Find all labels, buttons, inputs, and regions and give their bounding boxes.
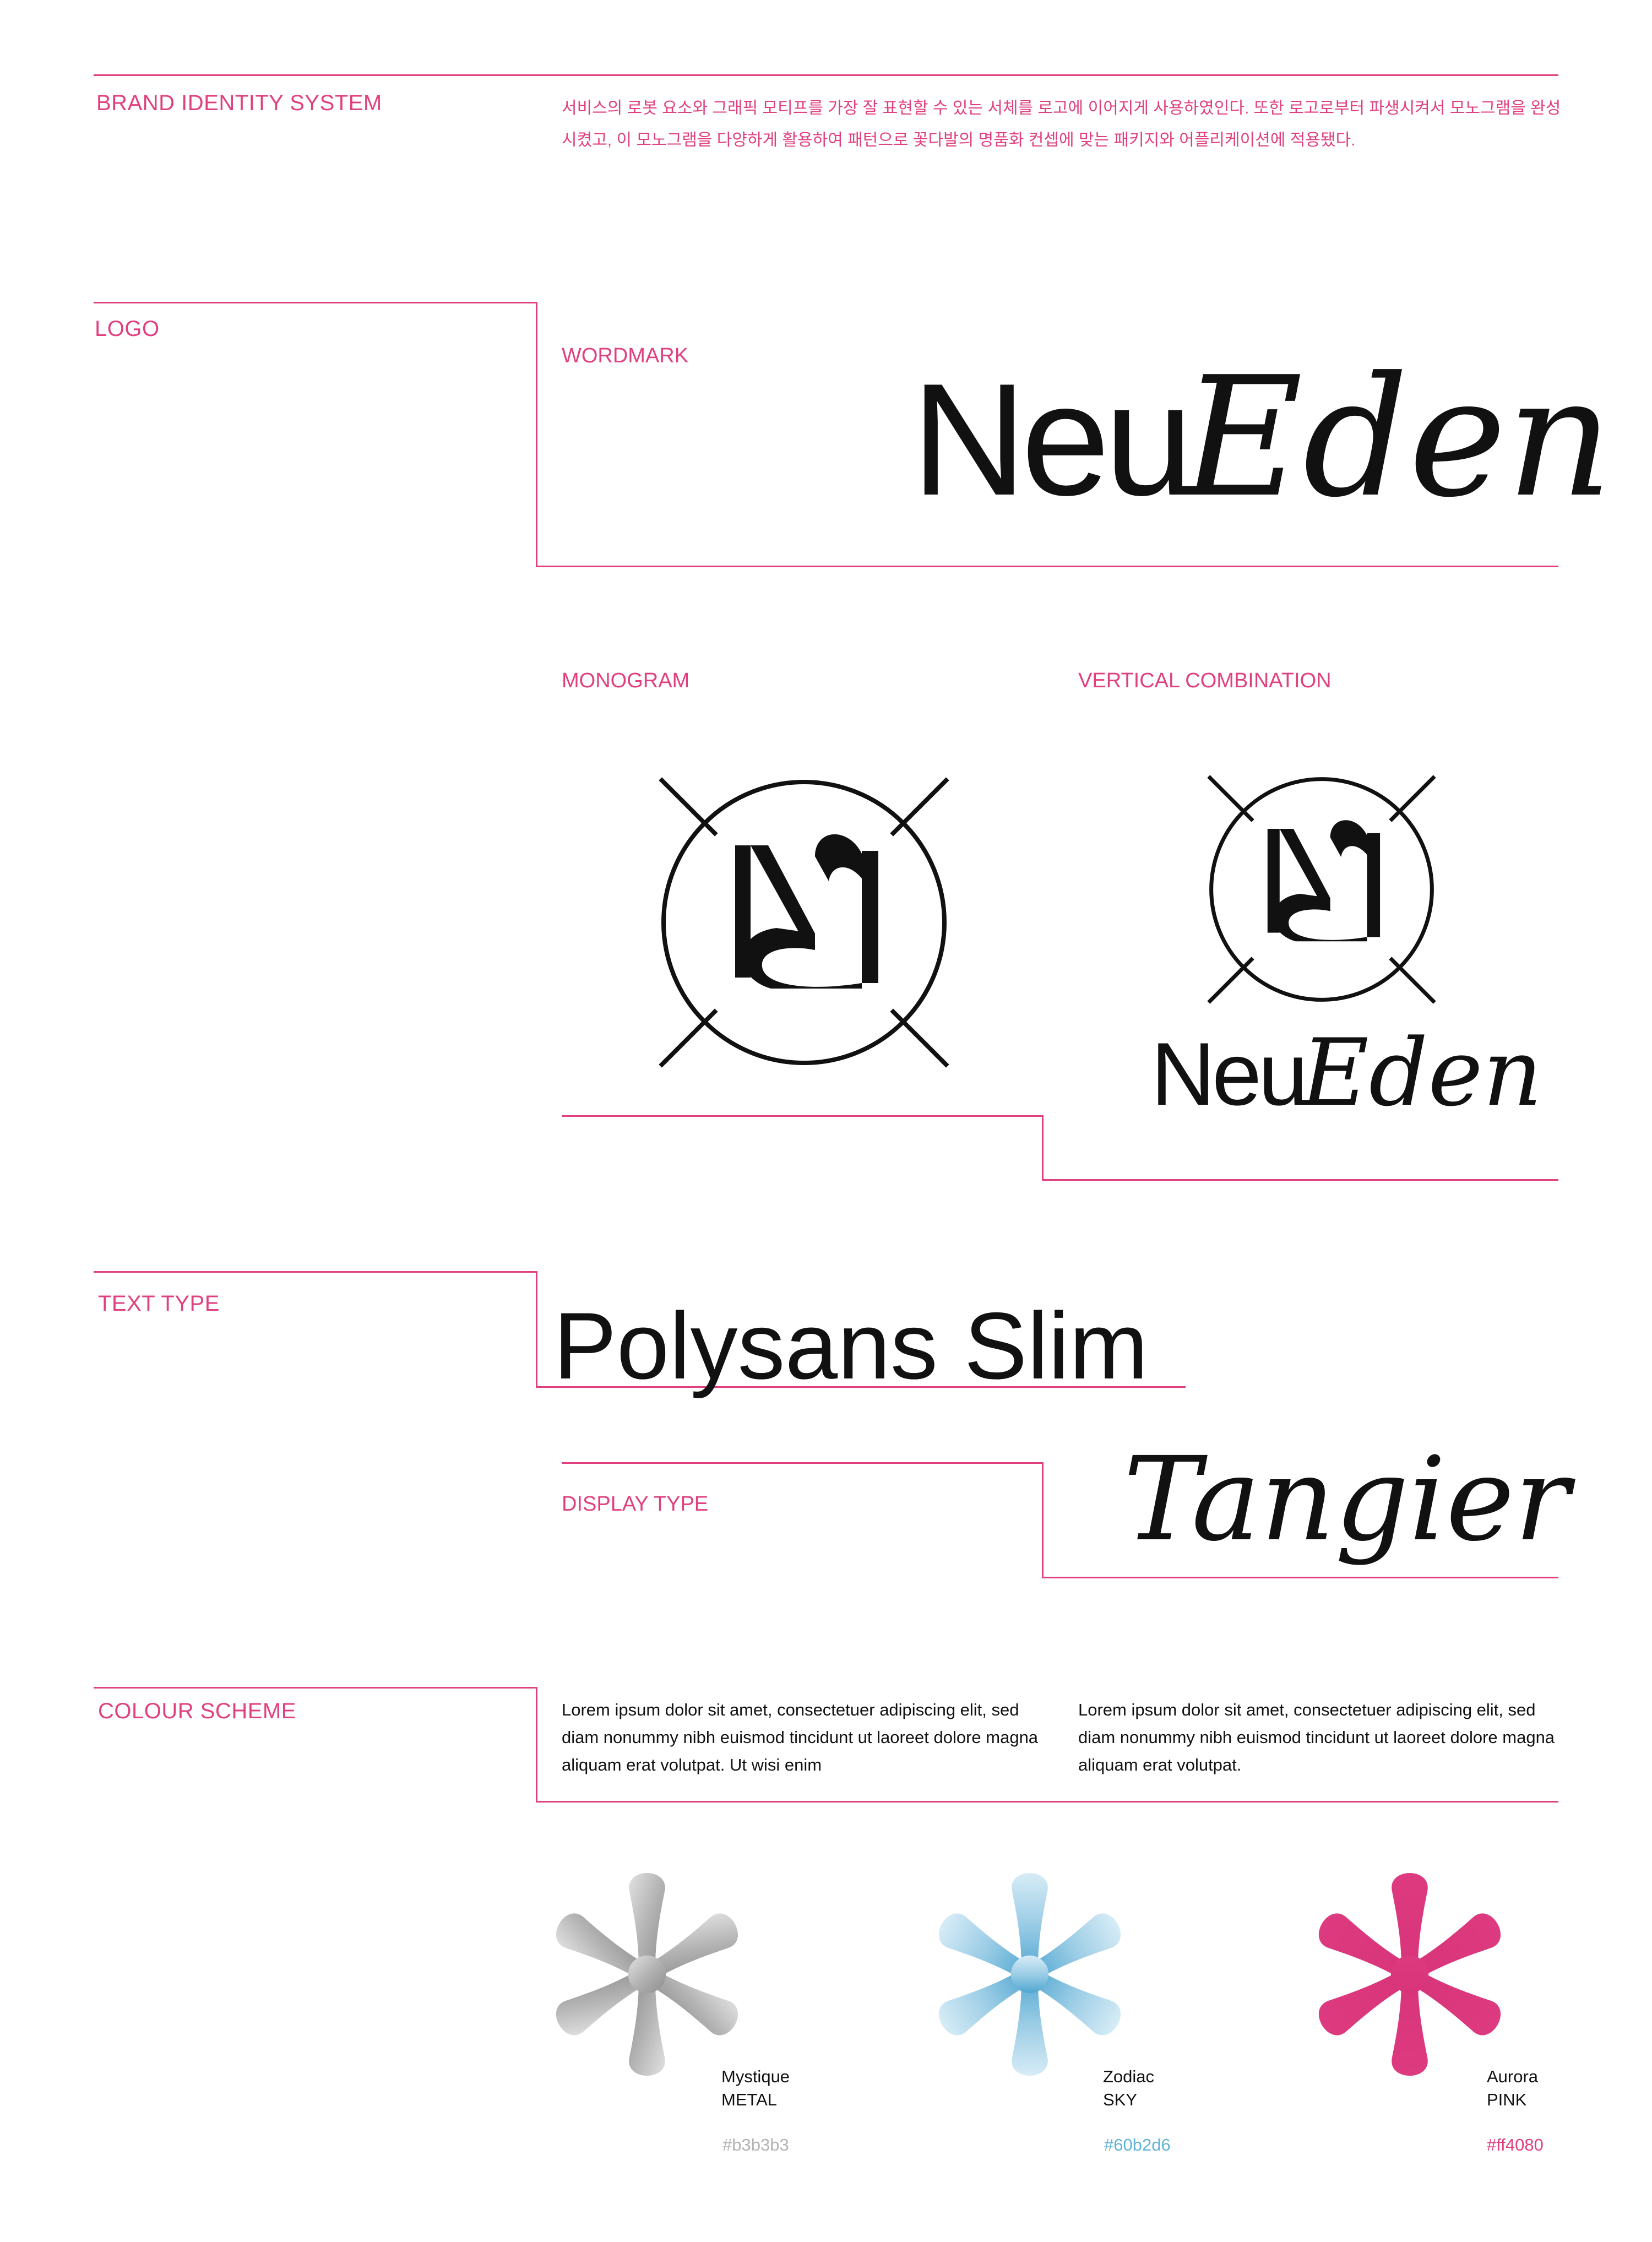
vertical-wordmark-script-part: Eden xyxy=(1301,1019,1542,1127)
colour-paragraph-2: Lorem ipsum dolor sit amet, consectetuer… xyxy=(1078,1700,1555,1774)
vertical-monogram-emblem-icon xyxy=(1207,775,1436,1004)
vertical-wordmark-sans-part: Neu xyxy=(1151,1024,1308,1124)
text-type-label: TEXT TYPE xyxy=(98,1291,220,1316)
sky-asterisk-icon xyxy=(933,1872,1127,2076)
display-type-rule-bottom xyxy=(1042,1577,1558,1578)
swatch-metal-name: Mystique METAL xyxy=(721,2065,790,2111)
logo-rule-top xyxy=(94,302,537,303)
display-type-rule-top xyxy=(562,1462,1044,1464)
display-type-label: DISPLAY TYPE xyxy=(562,1492,709,1516)
wordmark-logo: NeuEden xyxy=(911,341,1613,534)
monogram-rule-top xyxy=(562,1115,1044,1117)
colour-paragraph-1: Lorem ipsum dolor sit amet, consectetuer… xyxy=(562,1700,1039,1774)
swatch-sky-title: Zodiac xyxy=(1103,2067,1155,2086)
logo-label: LOGO xyxy=(95,317,160,341)
pink-asterisk-icon xyxy=(1313,1872,1507,2076)
wordmark-script-part: Eden xyxy=(1182,341,1613,534)
wordmark-sans-part: Neu xyxy=(911,350,1193,529)
colour-rule-top xyxy=(94,1687,537,1689)
swatch-metal-hex: #b3b3b3 xyxy=(722,2135,789,2154)
swatch-sky-family: SKY xyxy=(1103,2090,1138,2109)
text-type-rule-vertical xyxy=(536,1271,537,1388)
monogram-rule-vertical xyxy=(1042,1115,1044,1181)
metal-asterisk-icon xyxy=(550,1872,744,2076)
colour-rule-bottom xyxy=(536,1801,1558,1803)
colour-scheme-label: COLOUR SCHEME xyxy=(98,1699,296,1723)
display-type-sample: Tangier xyxy=(1123,1432,1570,1567)
colour-rule-vertical xyxy=(536,1687,537,1803)
vertical-combination-label: VERTICAL COMBINATION xyxy=(1078,669,1332,692)
swatch-metal-title: Mystique xyxy=(721,2067,790,2086)
brand-identity-description: 서비스의 로봇 요소와 그래픽 모티프를 가장 잘 표현할 수 있는 서체를 로… xyxy=(562,99,1561,149)
monogram-emblem-icon xyxy=(659,777,949,1068)
monogram-label: MONOGRAM xyxy=(562,669,690,692)
brand-identity-label: BRAND IDENTITY SYSTEM xyxy=(96,91,382,115)
swatch-pink-hex: #ff4080 xyxy=(1487,2135,1544,2154)
text-type-rule-bottom xyxy=(536,1386,1186,1388)
text-type-rule-top xyxy=(94,1271,537,1273)
logo-rule-bottom xyxy=(536,566,1558,567)
monogram-rule-bottom xyxy=(1042,1179,1558,1181)
swatch-sky-hex: #60b2d6 xyxy=(1104,2135,1171,2154)
logo-rule-vertical xyxy=(536,302,537,567)
wordmark-label: WORDMARK xyxy=(562,344,689,367)
display-type-rule-vertical xyxy=(1042,1462,1044,1578)
text-type-sample: Polysans Slim xyxy=(553,1293,1149,1399)
swatch-metal-family: METAL xyxy=(721,2090,778,2109)
swatch-pink-title: Aurora xyxy=(1487,2067,1539,2086)
swatch-pink-family: PINK xyxy=(1487,2090,1527,2109)
vertical-wordmark: NeuEden xyxy=(1151,1019,1542,1127)
swatch-pink-name: Aurora PINK xyxy=(1487,2065,1538,2111)
top-rule xyxy=(94,74,1558,76)
swatch-sky-name: Zodiac SKY xyxy=(1103,2065,1154,2111)
